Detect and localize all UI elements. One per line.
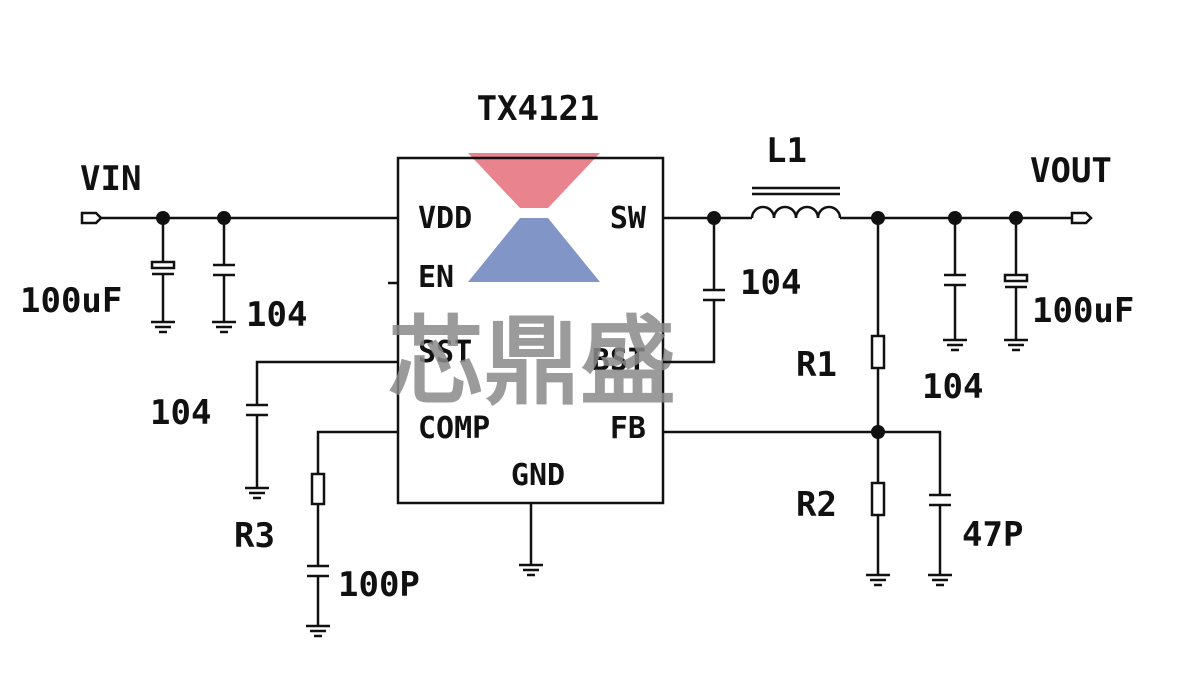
- feedback-divider: [866, 218, 890, 587]
- input-ceramic-capacitor: [212, 218, 236, 334]
- watermark-text: 芯鼎盛: [388, 306, 676, 418]
- input-bulk-cap-value: 100uF: [20, 281, 122, 321]
- inductor-l1: [750, 186, 842, 219]
- chip-name: TX4121: [477, 89, 600, 129]
- watermark-logo: [468, 153, 600, 282]
- pin-bst-label: BST: [592, 343, 646, 378]
- bootstrap-cap-value: 104: [740, 263, 801, 303]
- input-ceramic-cap-value: 104: [246, 295, 307, 335]
- output-ceramic-cap-value: 104: [922, 367, 983, 407]
- r3-label: R3: [234, 516, 275, 556]
- resistor-r2: [870, 481, 886, 517]
- vout-terminal: [1070, 211, 1093, 225]
- pin-sw-label: SW: [610, 201, 647, 236]
- vout-label: VOUT: [1030, 151, 1112, 191]
- compensation-network: [306, 430, 398, 638]
- pin-vdd-label: VDD: [418, 201, 472, 236]
- r1-label: R1: [796, 345, 837, 385]
- watermark-logo-top-shape: [468, 153, 600, 208]
- bootstrap-capacitor: [663, 218, 725, 364]
- r2-label: R2: [796, 485, 837, 525]
- pin-comp-label: COMP: [418, 411, 490, 446]
- output-bulk-capacitor: [1003, 218, 1029, 352]
- inductor-label: L1: [766, 131, 807, 171]
- feedforward-capacitor: [663, 430, 952, 587]
- resistor-r1: [870, 334, 886, 370]
- input-bulk-capacitor: [150, 218, 176, 334]
- pin-fb-label: FB: [610, 411, 646, 446]
- comp-cap-value: 100P: [338, 565, 420, 605]
- ic-ground: [519, 503, 543, 577]
- output-bulk-cap-value: 100uF: [1032, 291, 1134, 331]
- watermark-logo-bottom-shape: [468, 218, 600, 282]
- pin-en-label: EN: [418, 260, 454, 295]
- vin-label: VIN: [80, 159, 141, 199]
- feedforward-cap-value: 47P: [962, 515, 1023, 555]
- vin-terminal: [80, 211, 103, 225]
- pin-sst-label: SST: [418, 335, 472, 370]
- soft-start-capacitor: [245, 360, 398, 500]
- soft-start-cap-value: 104: [150, 393, 211, 433]
- output-ceramic-capacitor: [943, 218, 967, 352]
- pin-gnd-label: GND: [511, 458, 565, 493]
